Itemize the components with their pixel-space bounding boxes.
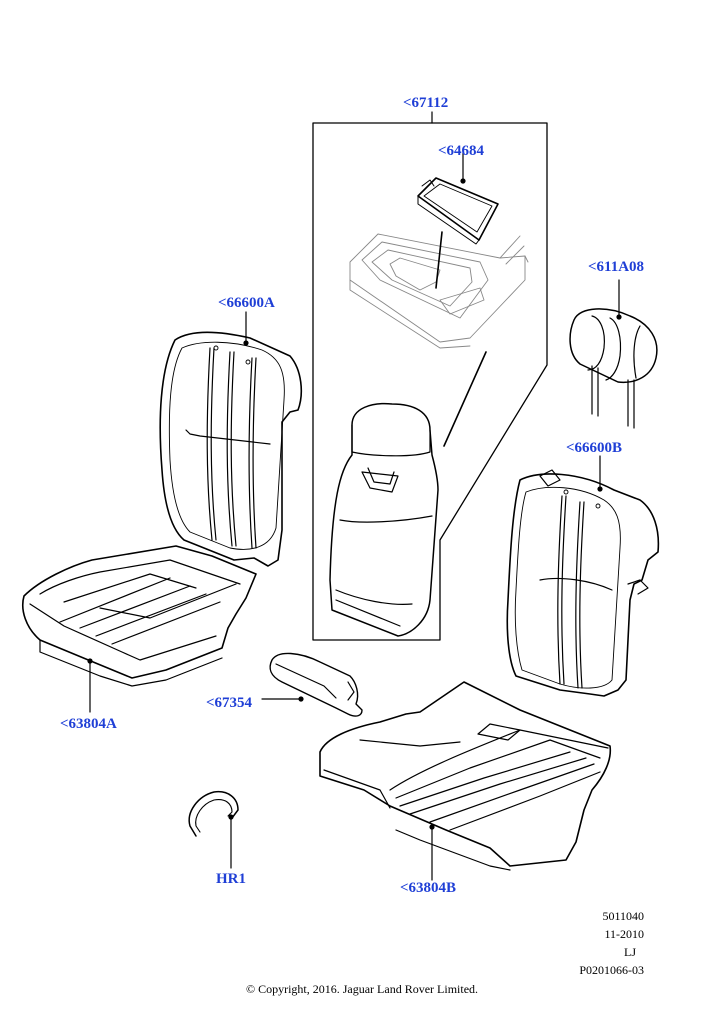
detail-frame-67112 bbox=[313, 112, 547, 640]
callout-66600A[interactable]: <66600A bbox=[218, 295, 275, 311]
copyright-notice: © Copyright, 2016. Jaguar Land Rover Lim… bbox=[245, 982, 479, 996]
callout-66600B[interactable]: <66600B bbox=[566, 440, 623, 456]
drawing-initials: LJ bbox=[624, 945, 636, 959]
callout-611A08[interactable]: <611A08 bbox=[588, 259, 645, 275]
seat-back-66600B bbox=[507, 456, 658, 696]
console-lid-part-64684 bbox=[418, 153, 498, 244]
armrest-cover-67354 bbox=[262, 653, 362, 716]
drawing-reference: P0201066-03 bbox=[579, 963, 644, 977]
callout-67112[interactable]: <67112 bbox=[403, 95, 449, 111]
callout-63804B[interactable]: <63804B bbox=[400, 880, 457, 896]
headrest-611A08 bbox=[570, 280, 657, 428]
pointer-lines bbox=[436, 232, 486, 446]
seat-cushion-63804A bbox=[23, 546, 256, 712]
detail-seat-back bbox=[330, 404, 438, 636]
console-tray-drawing bbox=[350, 234, 528, 348]
hook-clip-HR1 bbox=[189, 792, 238, 868]
callout-67354[interactable]: <67354 bbox=[206, 695, 253, 711]
seat-cushion-63804B bbox=[320, 682, 610, 880]
drawing-code: 5011040 bbox=[602, 909, 644, 923]
callout-HR1[interactable]: HR1 bbox=[216, 871, 246, 887]
drawing-date: 11-2010 bbox=[604, 927, 644, 941]
callout-64684[interactable]: <64684 bbox=[438, 143, 485, 159]
seat-back-66600A bbox=[160, 312, 301, 566]
callout-63804A[interactable]: <63804A bbox=[60, 716, 117, 732]
